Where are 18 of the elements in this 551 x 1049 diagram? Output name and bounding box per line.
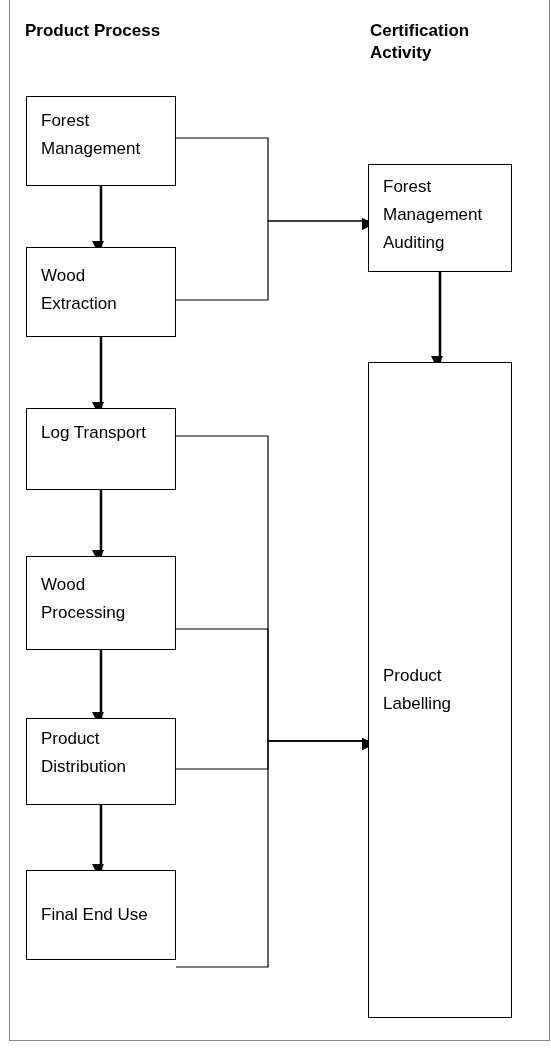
box-label: Final End Use [41, 904, 148, 926]
process-box [26, 247, 176, 337]
column-heading: Product Process [25, 20, 162, 42]
process-box [26, 408, 176, 490]
process-box [368, 164, 512, 272]
box-label: Product Labelling [383, 665, 453, 715]
process-box [26, 870, 176, 960]
box-label: Wood Processing [41, 574, 127, 624]
column-heading: Certification Activity [370, 20, 471, 64]
process-box [368, 362, 512, 1018]
box-label: Wood Extraction [41, 265, 118, 315]
box-label: Forest Management [41, 110, 142, 160]
box-label: Product Distribution [41, 728, 128, 778]
process-box [26, 96, 176, 186]
process-box [26, 718, 176, 805]
box-label: Log Transport [41, 422, 146, 444]
box-label: Forest Management Auditing [383, 176, 484, 254]
process-box [26, 556, 176, 650]
